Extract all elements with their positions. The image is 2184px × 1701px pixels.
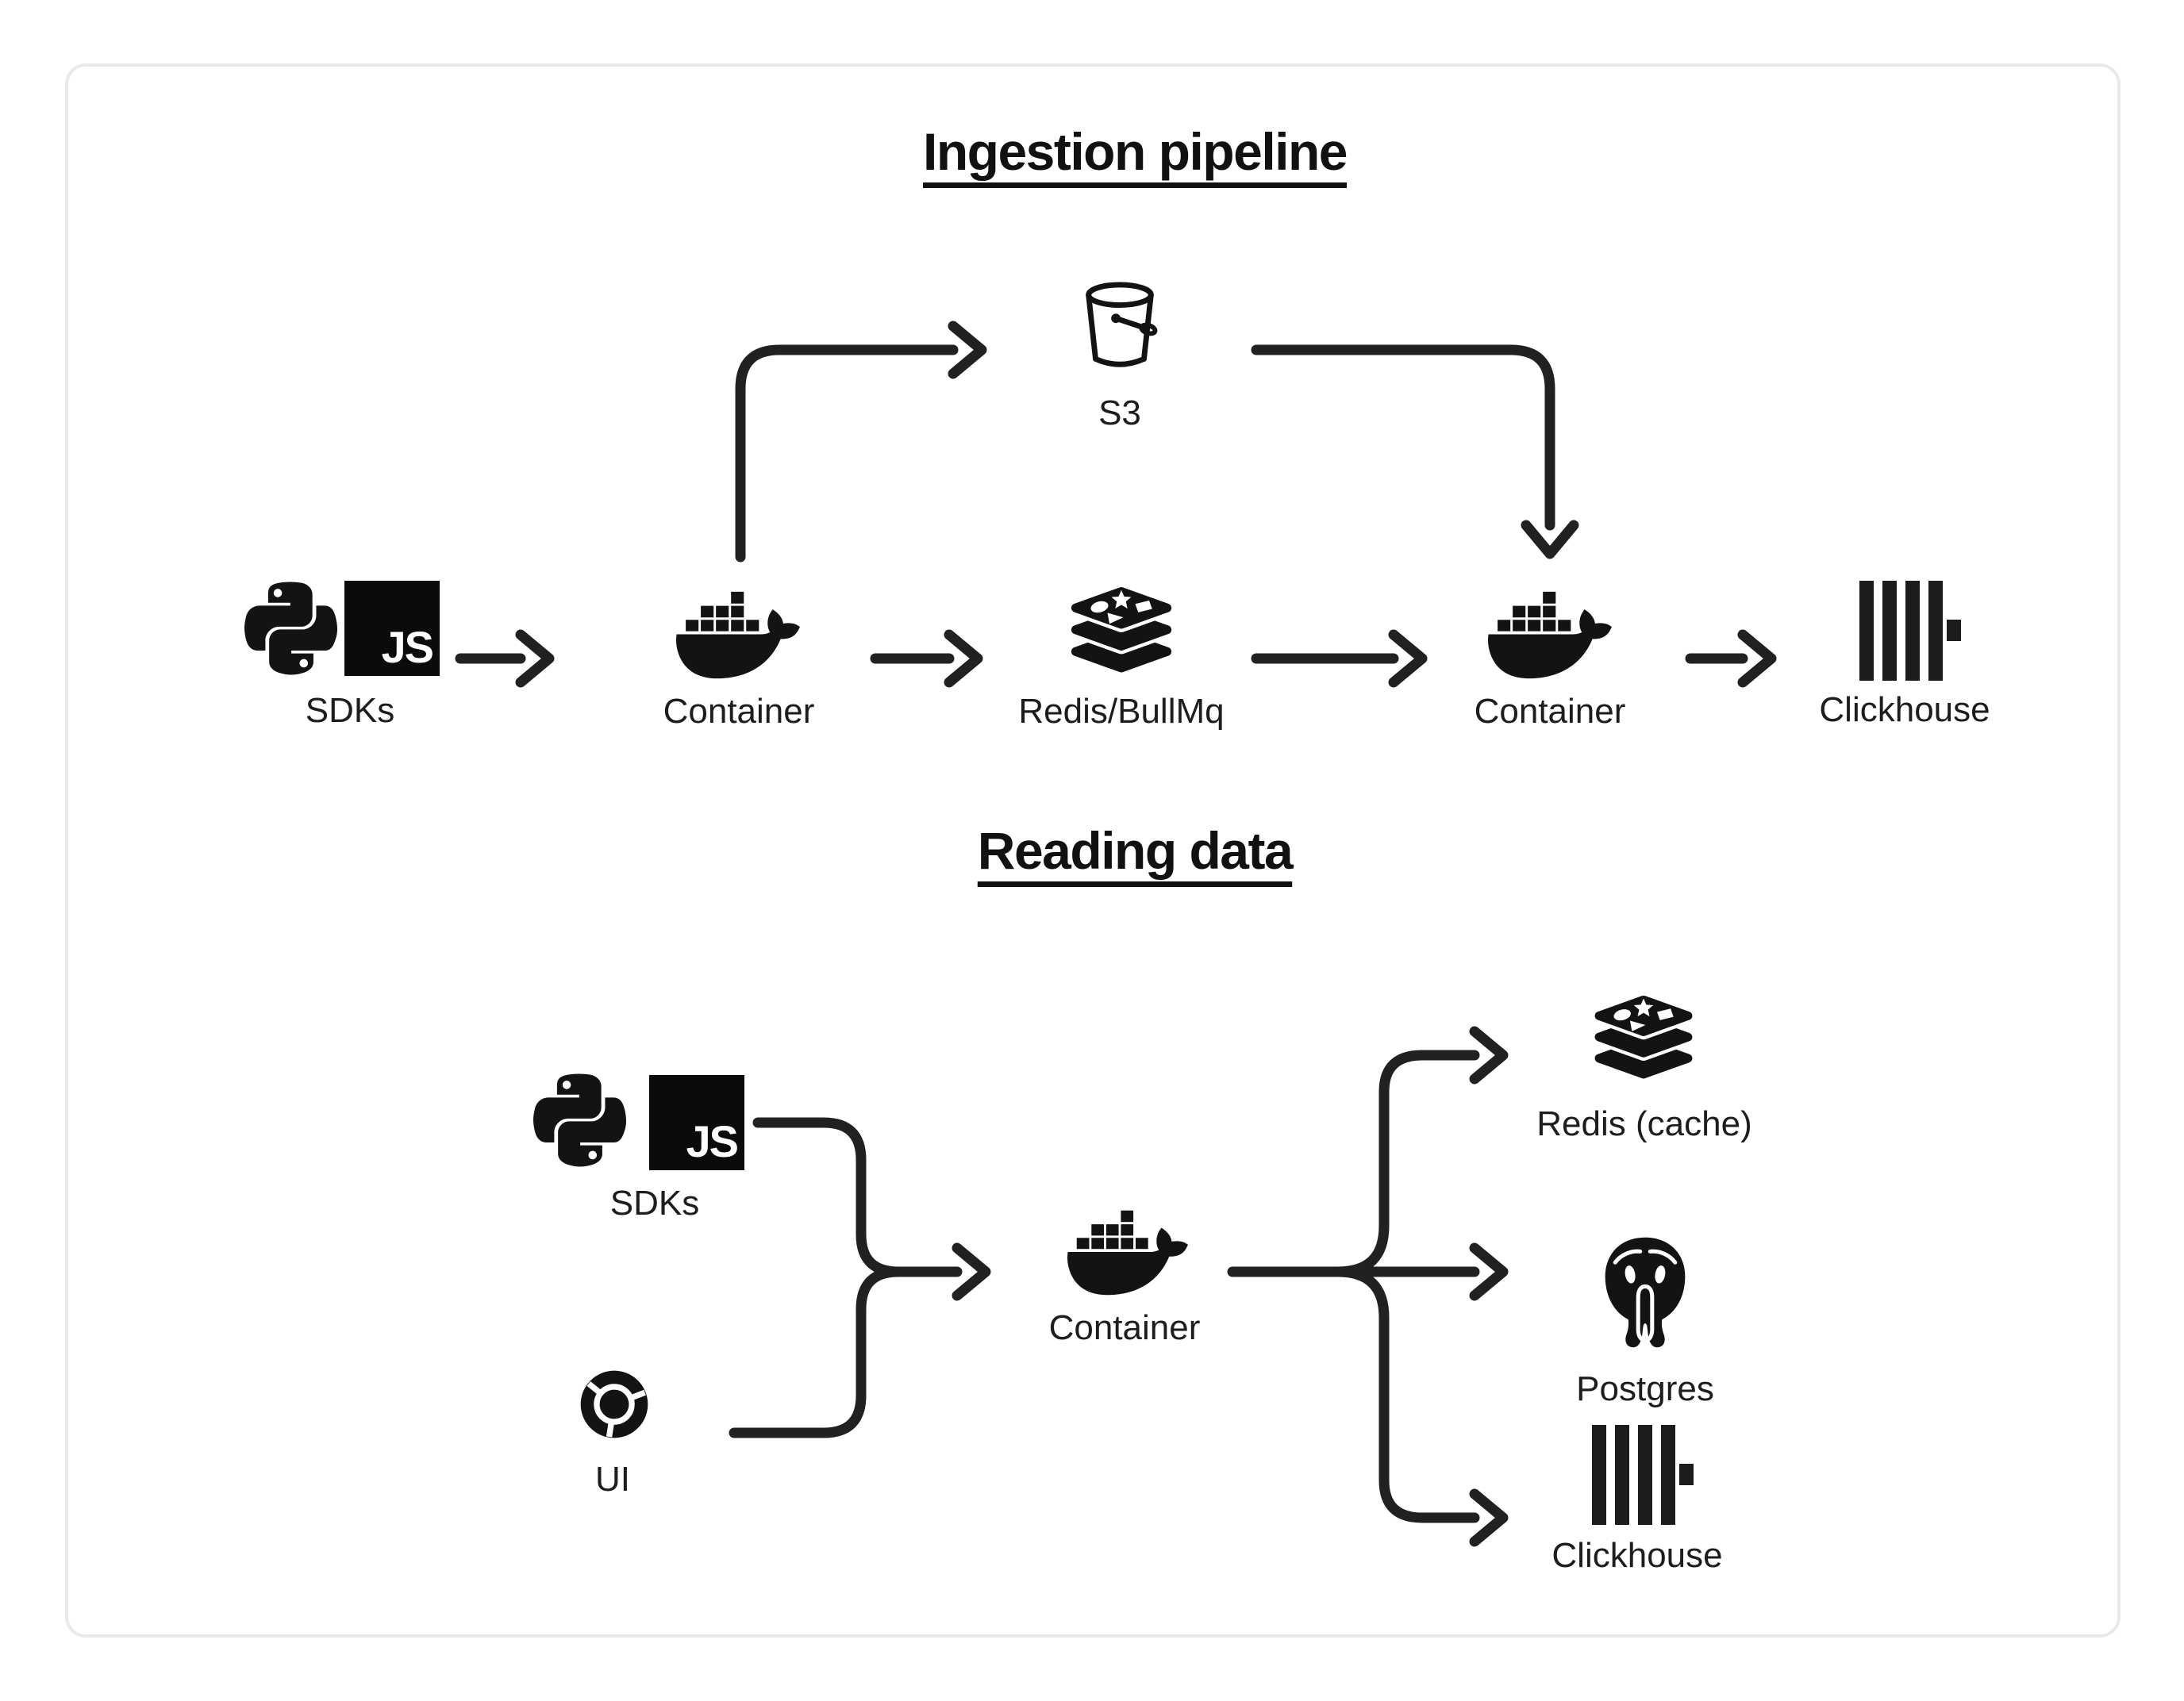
python-icon [533, 1067, 626, 1173]
postgres-elephant-icon [1595, 1234, 1695, 1350]
label-ingestion-container-in: Container [663, 692, 815, 731]
js-badge-text: JS [686, 1116, 739, 1166]
label-ui: UI [595, 1460, 630, 1499]
reading-title: Reading data [977, 821, 1294, 880]
docker-whale-icon [1067, 1204, 1188, 1301]
label-reading-redis: Redis (cache) [1536, 1104, 1752, 1143]
arrow-s3-to-container2 [1251, 344, 1579, 559]
docker-whale-icon [1488, 586, 1612, 685]
arrow-merge-to-container [893, 1242, 991, 1301]
redis-stack-icon [1062, 579, 1181, 674]
arrow-container-to-redis [870, 629, 983, 688]
line-sdks-merge [752, 1117, 904, 1277]
label-ingestion-container-out: Container [1474, 692, 1626, 731]
label-reading-sdks: SDKs [609, 1184, 700, 1223]
clickhouse-bars-icon [1859, 581, 1961, 681]
line-ui-merge [729, 1266, 904, 1438]
docker-whale-icon [676, 586, 800, 685]
label-reading-container: Container [1048, 1308, 1201, 1347]
arrow-fan-to-clickhouse [1332, 1266, 1509, 1547]
ingestion-title: Ingestion pipeline [922, 122, 1348, 181]
label-ingestion-queue: Redis/BullMq [1018, 692, 1225, 731]
s3-bucket-icon [1073, 278, 1167, 381]
js-badge-icon: JS [344, 581, 440, 676]
label-postgres: Postgres [1576, 1369, 1714, 1408]
arrow-fan-to-redis [1332, 1026, 1509, 1277]
label-reading-clickhouse: Clickhouse [1551, 1536, 1723, 1575]
label-ingestion-clickhouse: Clickhouse [1819, 690, 1990, 729]
label-ingestion-sdks: SDKs [305, 691, 395, 730]
arrow-sdks-to-container [455, 629, 555, 688]
arrow-container2-to-clickhouse [1685, 629, 1777, 688]
label-s3: S3 [1098, 394, 1141, 432]
js-badge-icon: JS [649, 1075, 744, 1170]
chrome-browser-icon [578, 1368, 651, 1441]
arrow-redis-to-container2 [1251, 629, 1428, 688]
python-icon [244, 575, 337, 682]
redis-stack-icon [1586, 988, 1701, 1081]
clickhouse-bars-icon [1592, 1425, 1694, 1525]
js-badge-text: JS [381, 622, 434, 672]
arrow-container-to-s3 [735, 321, 987, 563]
